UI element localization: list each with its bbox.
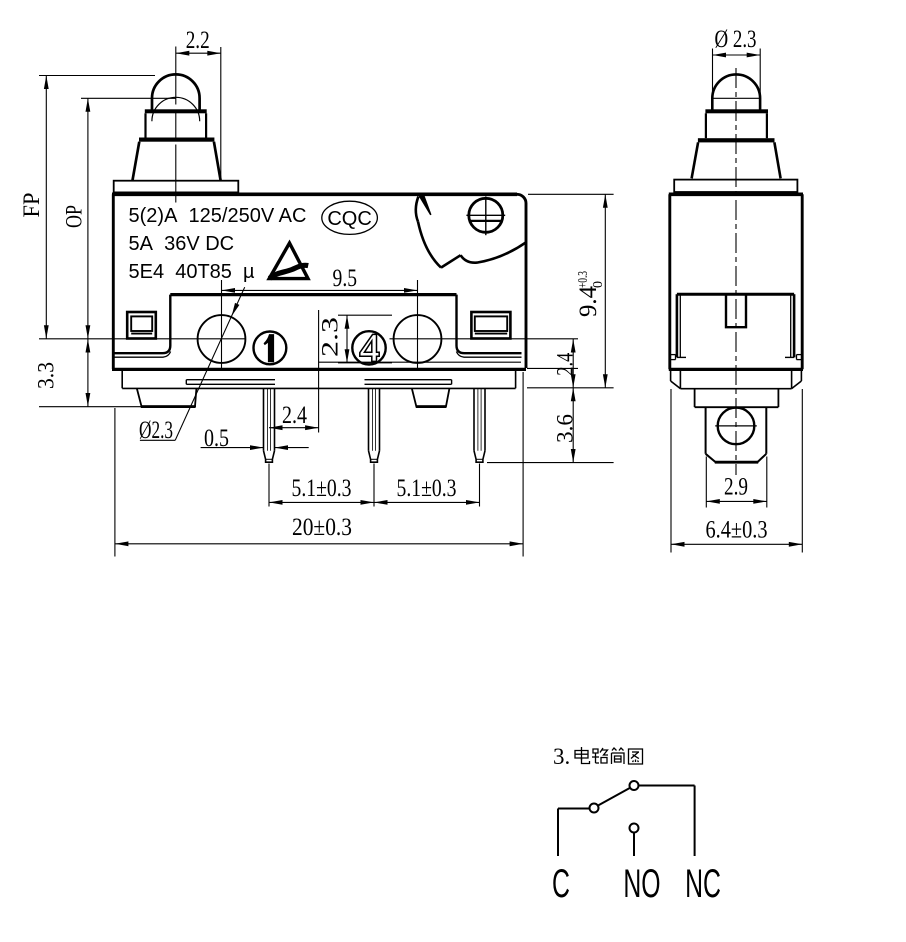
svg-text:C: C (552, 862, 570, 906)
svg-text:Ø 2.3: Ø 2.3 (715, 26, 757, 53)
svg-text:2.2: 2.2 (186, 27, 210, 54)
svg-text:9.5: 9.5 (333, 265, 358, 292)
svg-text:3.3: 3.3 (34, 362, 59, 389)
svg-text:CQC: CQC (327, 208, 371, 230)
svg-text:6.4±0.3: 6.4±0.3 (706, 517, 768, 544)
svg-text:5.1±0.3: 5.1±0.3 (397, 475, 457, 502)
svg-text:20±0.3: 20±0.3 (292, 514, 352, 541)
svg-text:2.3: 2.3 (318, 317, 343, 357)
svg-text:5A 36V DC: 5A 36V DC (129, 233, 235, 255)
svg-text:9.4: 9.4 (575, 286, 602, 317)
svg-text:2.9: 2.9 (724, 474, 748, 501)
svg-text:3.: 3. (553, 744, 570, 769)
svg-text:OP: OP (61, 205, 86, 228)
svg-text:NO: NO (623, 862, 660, 906)
svg-text:2.4: 2.4 (552, 352, 577, 375)
svg-text:Ø2.3: Ø2.3 (139, 417, 173, 444)
svg-text:+0.3: +0.3 (576, 271, 591, 288)
svg-text:5(2)A 125/250V AC: 5(2)A 125/250V AC (129, 205, 307, 227)
svg-text:FP: FP (19, 193, 44, 218)
svg-text:2.4: 2.4 (282, 402, 307, 429)
svg-text:NC: NC (685, 862, 721, 906)
svg-text:3.6: 3.6 (552, 414, 577, 443)
svg-text:0: 0 (591, 281, 606, 288)
svg-text:5E4 40T85 µ: 5E4 40T85 µ (129, 261, 256, 283)
svg-text:5.1±0.3: 5.1±0.3 (292, 475, 352, 502)
